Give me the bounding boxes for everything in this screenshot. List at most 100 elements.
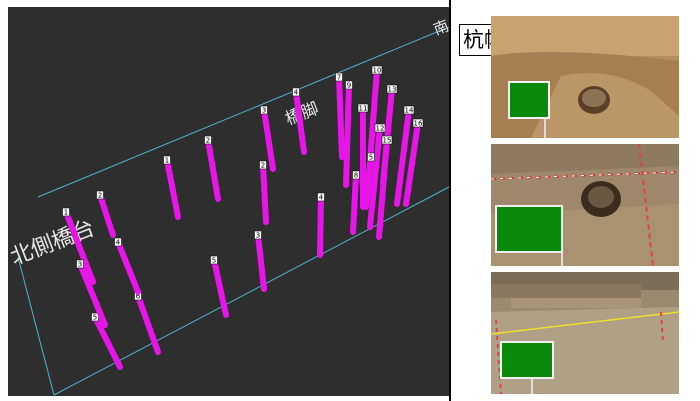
pile-site-photo[interactable] — [491, 272, 679, 394]
pile-4[interactable]: 4 — [292, 87, 307, 155]
pile-shaft — [97, 192, 116, 238]
pile-14[interactable]: 14 — [394, 105, 415, 207]
pile-shaft — [261, 107, 276, 172]
pile-label-bg — [259, 160, 267, 170]
pile-label-bg — [381, 135, 393, 145]
excavated-pile-photo[interactable] — [491, 144, 679, 266]
pile-label-bg — [76, 259, 84, 269]
pile-shaft — [205, 137, 221, 202]
site-outline-top — [37, 26, 449, 198]
pile-8[interactable]: 8 — [350, 170, 360, 235]
pile-site-image — [491, 272, 679, 394]
zone-label-corner: 南 — [431, 17, 449, 39]
pile-hole-photo[interactable] — [491, 16, 679, 138]
pile-label-bg — [367, 152, 375, 162]
pile-16[interactable]: 16 — [403, 118, 424, 207]
pile-label-bg — [163, 155, 171, 165]
site-outline-left — [17, 256, 55, 396]
pile-label-bg — [210, 255, 218, 265]
pile-label-bg — [357, 103, 369, 113]
pile-a2[interactable]: 2 — [96, 190, 116, 238]
pile-label-bg — [114, 237, 122, 247]
pile-number-label: 9 — [347, 82, 351, 90]
pile-12[interactable]: 12 — [367, 123, 386, 230]
pile-label-bg — [254, 230, 262, 240]
pile-label-bg — [374, 123, 386, 133]
pile-label-bg — [260, 105, 268, 115]
pile-shaft — [260, 162, 269, 225]
pile-label-bg — [335, 72, 343, 82]
site-outline-bottom — [53, 186, 449, 396]
pile-b3[interactable]: 3 — [254, 230, 267, 292]
pile-shaft — [367, 125, 383, 230]
pile-number-label: 3 — [78, 261, 82, 269]
pile-number-label: 1 — [64, 209, 68, 217]
pile-b5[interactable]: 5 — [363, 152, 375, 210]
pile-label-bg — [386, 84, 398, 94]
pile-number-label: 4 — [319, 194, 324, 202]
pile-number-label: 5 — [93, 314, 97, 322]
pile-number-label: 13 — [388, 86, 397, 94]
pile-shaft — [336, 74, 345, 160]
pile-number-label: 10 — [373, 67, 382, 75]
pile-3[interactable]: 3 — [260, 105, 276, 172]
pile-shaft — [164, 157, 181, 220]
pile-number-label: 4 — [116, 239, 121, 247]
pile-a4[interactable]: 4 — [114, 237, 141, 295]
pile-number-label: 12 — [376, 125, 385, 133]
pile-shaft — [211, 257, 229, 318]
pile-11[interactable]: 11 — [357, 103, 369, 210]
pile-number-label: 3 — [256, 232, 260, 240]
pile-shaft — [403, 120, 421, 207]
pile-number-label: 14 — [405, 107, 414, 115]
pile-number-label: 8 — [354, 172, 358, 180]
pile-shaft — [363, 154, 374, 210]
pile-number-label: 3 — [262, 107, 266, 115]
pile-hole-image — [491, 16, 679, 138]
pile-number-label: 4 — [294, 89, 299, 97]
pile-number-label: 5 — [369, 154, 373, 162]
pile-label-bg — [292, 87, 300, 97]
pile-shaft — [317, 194, 324, 258]
pile-scene: 北側橋台 橋脚 南 123456789101112131415161234523… — [8, 17, 449, 396]
pile-label-bg — [371, 65, 383, 75]
pile-1[interactable]: 1 — [62, 207, 96, 285]
pile-b2[interactable]: 2 — [259, 160, 269, 225]
pile-label-bg — [204, 135, 212, 145]
panel-divider — [449, 0, 451, 401]
pile-shaft — [63, 209, 96, 285]
pile-shaft — [293, 89, 307, 155]
pile-shaft — [92, 314, 123, 370]
pile-number-label: 11 — [359, 105, 368, 113]
pile-15[interactable]: 15 — [376, 135, 393, 240]
pile-shaft — [394, 107, 412, 207]
pile-7[interactable]: 7 — [335, 72, 345, 160]
pile-number-label: 5 — [212, 257, 216, 265]
pile-a3[interactable]: 3 — [76, 259, 108, 328]
pile-number-label: 2 — [261, 162, 265, 170]
pile-label-bg — [412, 118, 424, 128]
pile-label-bg — [352, 170, 360, 180]
pile-number-label: 2 — [98, 192, 102, 200]
pile-shaft — [350, 172, 359, 235]
pile-number-label: 15 — [383, 137, 392, 145]
pile-number-label: 6 — [136, 293, 141, 301]
pile-9[interactable]: 9 — [343, 80, 353, 188]
pile-b4[interactable]: 4 — [317, 192, 325, 258]
pile-shaft — [135, 293, 161, 355]
pile-shaft — [343, 82, 352, 188]
pile-shaft — [376, 137, 390, 240]
pile-shaft — [115, 239, 141, 295]
pile-number-label: 2 — [206, 137, 210, 145]
pile-number-label: 1 — [165, 157, 169, 165]
excavated-pile-image — [491, 144, 679, 266]
pile-2[interactable]: 2 — [204, 135, 221, 202]
pile-6[interactable]: 6 — [134, 291, 161, 355]
pile-number-label: 16 — [414, 120, 423, 128]
pile-number-label: 7 — [337, 74, 341, 82]
pile-a1[interactable]: 1 — [163, 155, 181, 220]
pile-label-bg — [317, 192, 325, 202]
pile-a5[interactable]: 5 — [210, 255, 229, 318]
